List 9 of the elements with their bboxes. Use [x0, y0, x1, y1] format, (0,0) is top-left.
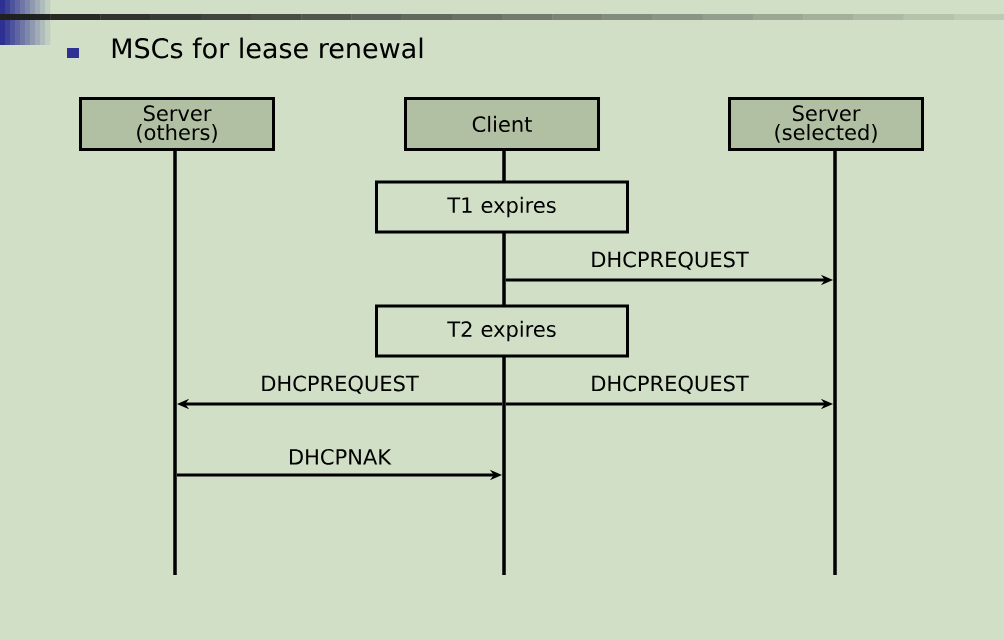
timer-box: T2 expires: [375, 304, 629, 358]
edge-label: DHCPREQUEST: [589, 250, 750, 271]
edge-label: DHCPREQUEST: [589, 374, 750, 395]
lifeline-header-box: Server (selected): [728, 97, 924, 151]
edge-label: DHCPREQUEST: [259, 374, 420, 395]
timer-box: T1 expires: [375, 180, 629, 234]
lifeline-header-box: Server (others): [79, 97, 275, 151]
lifeline-header-box: Client: [404, 97, 600, 151]
slide-title: MSCs for lease renewal: [112, 37, 423, 59]
